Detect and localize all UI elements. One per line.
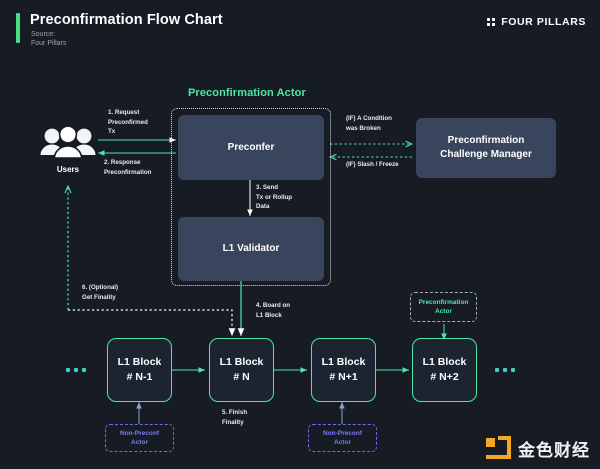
users-group-icon	[40, 126, 96, 159]
block-1-line2: # N	[233, 371, 250, 383]
ellipsis-left	[66, 368, 86, 372]
block-1-line1: L1 Block	[219, 356, 264, 368]
block-0-line1: L1 Block	[117, 356, 162, 368]
ellipsis-right	[495, 368, 515, 372]
tag-preconfirmation-actor[interactable]: Preconfirmation Actor	[410, 292, 477, 322]
non-preconf-1-line1: Non-Preconf	[120, 430, 159, 437]
node-l1-block-n[interactable]: L1 Block # N	[209, 338, 274, 402]
node-l1-block-n-1[interactable]: L1 Block # N-1	[107, 338, 172, 402]
tag-non-preconf-actor-2[interactable]: Non-Preconf Actor	[308, 424, 377, 452]
edge-label-step3: 3. Send Tx or Rollup Data	[256, 184, 293, 210]
group-title-preconfirmation-actor: Preconfirmation Actor	[188, 87, 306, 99]
tag-preconf-line2: Actor	[435, 308, 452, 315]
source-name: Four Pillars	[31, 40, 67, 47]
watermark-text: 金色财经	[518, 441, 590, 461]
brand-logo: FOUR PILLARS	[486, 16, 586, 28]
block-2-line1: L1 Block	[321, 356, 366, 368]
edge-label-step4: 4. Board on L1 Block	[256, 302, 291, 319]
tag-preconf-line1: Preconfirmation	[418, 299, 469, 306]
challenge-manager-line2: Challenge Manager	[440, 149, 532, 160]
non-preconf-1-line2: Actor	[131, 439, 148, 446]
block-2-line2: # N+1	[329, 371, 358, 383]
edge-label-condition-broken: (IF) A Condition was Broken	[346, 115, 392, 132]
block-0-line2: # N-1	[126, 371, 153, 383]
source-label: Source:	[31, 31, 56, 38]
block-3-line1: L1 Block	[422, 356, 467, 368]
tag-non-preconf-actor-1[interactable]: Non-Preconf Actor	[105, 424, 174, 452]
group-container-preconfirmation-actor	[171, 108, 331, 286]
challenge-manager-line1: Preconfirmation	[447, 135, 525, 146]
edge-label-step6: 6. (Optional) Get Finality	[82, 284, 119, 301]
non-preconf-2-line1: Non-Preconf	[323, 430, 362, 437]
edge-label-step5: 5. Finish Finality	[222, 409, 248, 426]
node-l1-validator-label: L1 Validator	[222, 243, 280, 254]
accent-bar	[16, 13, 20, 43]
block-3-line2: # N+2	[430, 371, 459, 383]
page-header: Preconfirmation Flow Chart Source: Four …	[0, 0, 600, 52]
edge-label-slash-freeze: (IF) Slash / Freeze	[346, 161, 399, 168]
jinse-logo-icon	[486, 436, 511, 461]
users-label: Users	[56, 165, 80, 174]
node-preconfer-label: Preconfer	[227, 141, 275, 153]
edge-label-step2: 2. Response Preconfirmation	[104, 159, 152, 176]
brand-name: FOUR PILLARS	[501, 16, 586, 28]
edge-label-step1: 1. Request Preconfirmed Tx	[108, 109, 148, 135]
watermark: 金色财经	[486, 436, 590, 461]
page-title: Preconfirmation Flow Chart	[30, 12, 223, 28]
node-l1-validator[interactable]: L1 Validator	[178, 217, 324, 281]
node-preconfirmation-challenge-manager[interactable]: Preconfirmation Challenge Manager	[416, 118, 556, 178]
node-preconfer[interactable]: Preconfer	[178, 115, 324, 180]
non-preconf-2-line2: Actor	[334, 439, 351, 446]
node-l1-block-n-plus-2[interactable]: L1 Block # N+2	[412, 338, 477, 402]
node-l1-block-n-plus-1[interactable]: L1 Block # N+1	[311, 338, 376, 402]
four-dots-icon	[486, 17, 496, 27]
node-users[interactable]: Users	[38, 126, 98, 174]
